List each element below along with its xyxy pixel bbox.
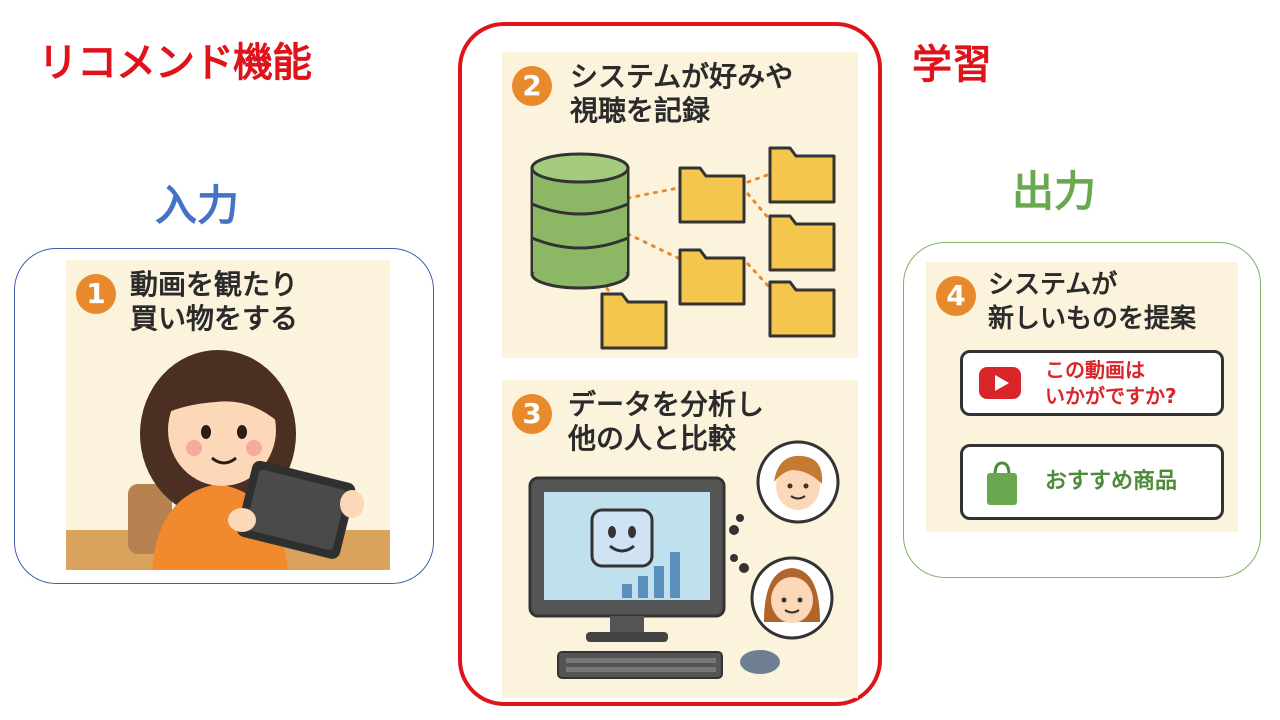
input-label: 入力: [155, 181, 240, 230]
product-recommendation-text: おすすめ商品: [1045, 469, 1178, 494]
learning-label: 学習: [912, 42, 992, 88]
shopping-bag-icon: [987, 461, 1017, 505]
step-1-badge: 1: [76, 274, 116, 314]
step-3-panel: 3 データを分析し 他の人と比較: [502, 380, 858, 698]
video-recommendation-card[interactable]: この動画は いかがですか?: [960, 350, 1224, 416]
step-2-badge: 2: [512, 66, 552, 106]
step-1-caption: 動画を観たり 買い物をする: [130, 268, 299, 335]
folder-icons: [600, 146, 836, 350]
step-4-badge: 4: [936, 276, 976, 316]
video-play-icon: [979, 367, 1021, 399]
step-4-caption: システムが 新しいものを提案: [988, 270, 1197, 334]
step-4-panel: 4 システムが 新しいものを提案 この動画は いかがですか? おすすめ商品: [926, 262, 1238, 532]
step-2-caption: システムが好みや 視聴を記録: [570, 60, 794, 127]
output-label: 出力: [1012, 167, 1097, 216]
person-with-tablet-illustration: [66, 350, 390, 570]
step-2-panel: 2 システムが好みや 視聴を記録: [502, 52, 858, 358]
step-3-badge: 3: [512, 394, 552, 434]
database-folders-illustration: [530, 146, 836, 350]
page-title: リコメンド機能: [38, 40, 312, 86]
step-3-caption: データを分析し 他の人と比較: [568, 388, 765, 455]
database-icon: [530, 152, 630, 290]
product-recommendation-card[interactable]: おすすめ商品: [960, 444, 1224, 520]
computer-comparison-illustration: [528, 440, 840, 679]
step-1-panel: 1 動画を観たり 買い物をする: [66, 260, 390, 570]
video-recommendation-text: この動画は いかがですか?: [1045, 358, 1177, 408]
